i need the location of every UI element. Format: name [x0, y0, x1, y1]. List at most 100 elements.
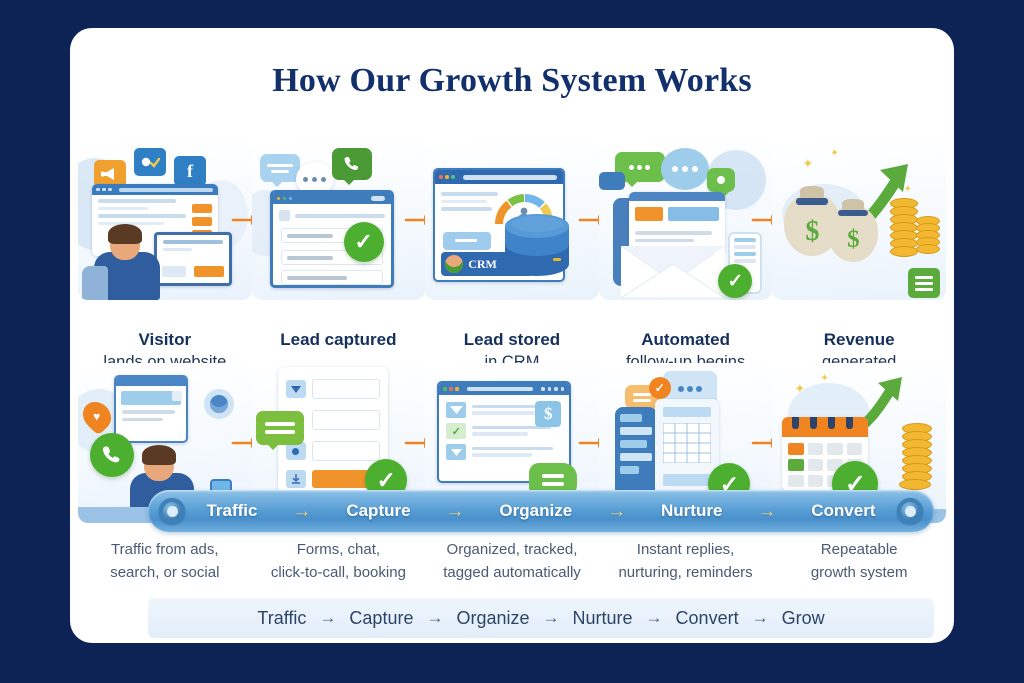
footer-arrow-icon: → — [751, 608, 769, 627]
illustration-cell-revenue: ✦ ✦ ✦ $ $ — [772, 140, 946, 300]
pipeline-arrow-icon: → — [607, 500, 627, 522]
list-window: ✓ $ — [437, 381, 572, 483]
caption-line-2: nurturing, reminders — [618, 564, 753, 581]
monitor-screen — [154, 232, 232, 286]
dollar-badge-icon: $ — [535, 401, 562, 427]
success-check-icon: ✓ — [718, 264, 753, 298]
submit-button[interactable] — [311, 470, 380, 488]
caption-line-1: Organized, tracked, — [446, 541, 578, 558]
caption-line-1: Instant replies, — [636, 541, 735, 558]
pipeline-arrow-icon: → — [757, 500, 777, 522]
footer-step-capture[interactable]: Capture — [349, 607, 414, 628]
footer-arrow-icon: → — [426, 608, 444, 627]
step-label-1: Lead captured — [252, 328, 426, 380]
chevron-down-icon — [446, 444, 467, 460]
connector-arrow — [404, 212, 426, 228]
connector-arrow — [578, 212, 599, 228]
illustration-cell-automated-followup: ✓ — [598, 140, 773, 300]
pipeline-start-knob — [159, 498, 185, 524]
step-title: Revenue — [823, 330, 895, 349]
connector-arrow — [404, 435, 426, 451]
illustration-cell-form-submit: ✓ — [251, 363, 426, 523]
pipeline-step-capture[interactable]: Capture — [346, 501, 411, 520]
illustration-crm-dashboard-with-database: CRM — [425, 140, 599, 300]
page-title: How Our Growth System Works — [272, 62, 752, 99]
connector-arrow — [231, 435, 252, 451]
megaphone-icon — [94, 160, 126, 188]
avatar — [445, 255, 464, 273]
illustration-form-fields-with-submit-button: ✓ — [251, 363, 426, 523]
click-to-call-icon — [90, 433, 134, 477]
caption-line-2: tagged automatically — [443, 564, 581, 581]
footer-arrow-icon: → — [319, 608, 337, 627]
coin-stack-icon — [889, 198, 918, 260]
step-title: Automated — [641, 330, 730, 349]
connector-arrow — [751, 435, 773, 451]
caption-row: Traffic from ads, search, or social Form… — [78, 538, 946, 588]
envelope-icon — [619, 242, 727, 299]
illustration-calendar-coins-growth-check: ✦ ✦ — [772, 363, 946, 523]
top-illustration-row: f — [78, 140, 946, 300]
pipeline-step-traffic[interactable]: Traffic — [206, 501, 258, 520]
chat-bubble-icon — [259, 154, 300, 187]
alert-check-badge-icon: ✓ — [648, 377, 671, 399]
illustration-cell-lead-stored: CRM — [425, 140, 599, 300]
caption-line-1: Repeatable — [820, 541, 898, 558]
chat-bubble-icon — [255, 411, 304, 450]
caption-line-1: Traffic from ads, — [111, 541, 219, 558]
footer-arrow-icon: → — [645, 608, 663, 627]
caption-line-2: search, or social — [110, 564, 220, 581]
calendar-card — [654, 399, 719, 503]
success-check-icon: ✓ — [343, 222, 384, 262]
pipeline-end-knob — [897, 498, 923, 524]
connector-arrow — [231, 212, 252, 228]
connector-arrow — [578, 435, 599, 451]
caption-line-2: click-to-call, booking — [270, 564, 406, 581]
footer-step-nurture[interactable]: Nurture — [572, 607, 633, 628]
contact-avatar-icon — [203, 389, 234, 419]
step-title: Visitor — [138, 330, 192, 349]
illustration-cell-visitor: f — [78, 140, 252, 300]
chat-bubble-tab-icon — [598, 172, 625, 190]
coin-stack-icon-2 — [915, 216, 940, 260]
chat-bubble-blue-icon — [660, 148, 709, 190]
pipeline-bar: Traffic → Capture → Organize → Nurture →… — [148, 490, 934, 532]
report-document-icon — [907, 268, 940, 298]
pipeline-step-nurture[interactable]: Nurture — [661, 501, 723, 520]
footer-step-organize[interactable]: Organize — [456, 607, 530, 628]
illustration-email-envelope-with-chat-bubbles: ✓ — [598, 140, 773, 300]
email-window — [628, 192, 725, 254]
illustration-cell-lead-captured: ✓ — [251, 140, 426, 300]
footer-step-convert[interactable]: Convert — [675, 607, 739, 628]
database-icon — [501, 214, 573, 280]
illustration-form-window-with-checkmark-and-chat: ✓ — [251, 140, 426, 300]
pipeline-arrow-icon: → — [292, 500, 312, 522]
footer-arrow-icon: → — [542, 608, 560, 627]
caption-2: Organized, tracked, tagged automatically — [425, 538, 599, 588]
caption-1: Forms, chat, click-to-call, booking — [252, 538, 426, 588]
pipeline-step-organize[interactable]: Organize — [499, 501, 573, 520]
phone-mockup — [614, 407, 657, 503]
step-title: Lead stored — [463, 330, 561, 349]
pipeline-step-convert[interactable]: Convert — [811, 501, 876, 520]
illustration-cell-convert-growth: ✦ ✦ — [772, 363, 946, 523]
footer-step-grow[interactable]: Grow — [781, 607, 825, 628]
browser-window — [114, 375, 188, 443]
check-icon: ✓ — [446, 423, 467, 439]
calendar-grid-icon — [662, 422, 712, 464]
phone-bubble-icon — [331, 148, 372, 185]
chat-bubble-small-green-icon — [706, 168, 735, 197]
footer-chain: Traffic → Capture → Organize → Nurture →… — [148, 598, 934, 638]
email-icon — [446, 402, 467, 418]
illustration-person-at-desk-with-social-icons: f — [78, 140, 252, 300]
step-title: Lead captured — [280, 330, 397, 349]
footer-step-traffic[interactable]: Traffic — [257, 607, 307, 628]
pipeline-arrow-icon: → — [445, 500, 465, 522]
connector-arrow — [751, 212, 773, 228]
social-check-icon — [134, 148, 166, 176]
gauge-chart — [495, 194, 554, 225]
caption-0: Traffic from ads, search, or social — [78, 538, 252, 588]
caption-line-2: growth system — [810, 564, 908, 581]
caption-3: Instant replies, nurturing, reminders — [599, 538, 773, 588]
